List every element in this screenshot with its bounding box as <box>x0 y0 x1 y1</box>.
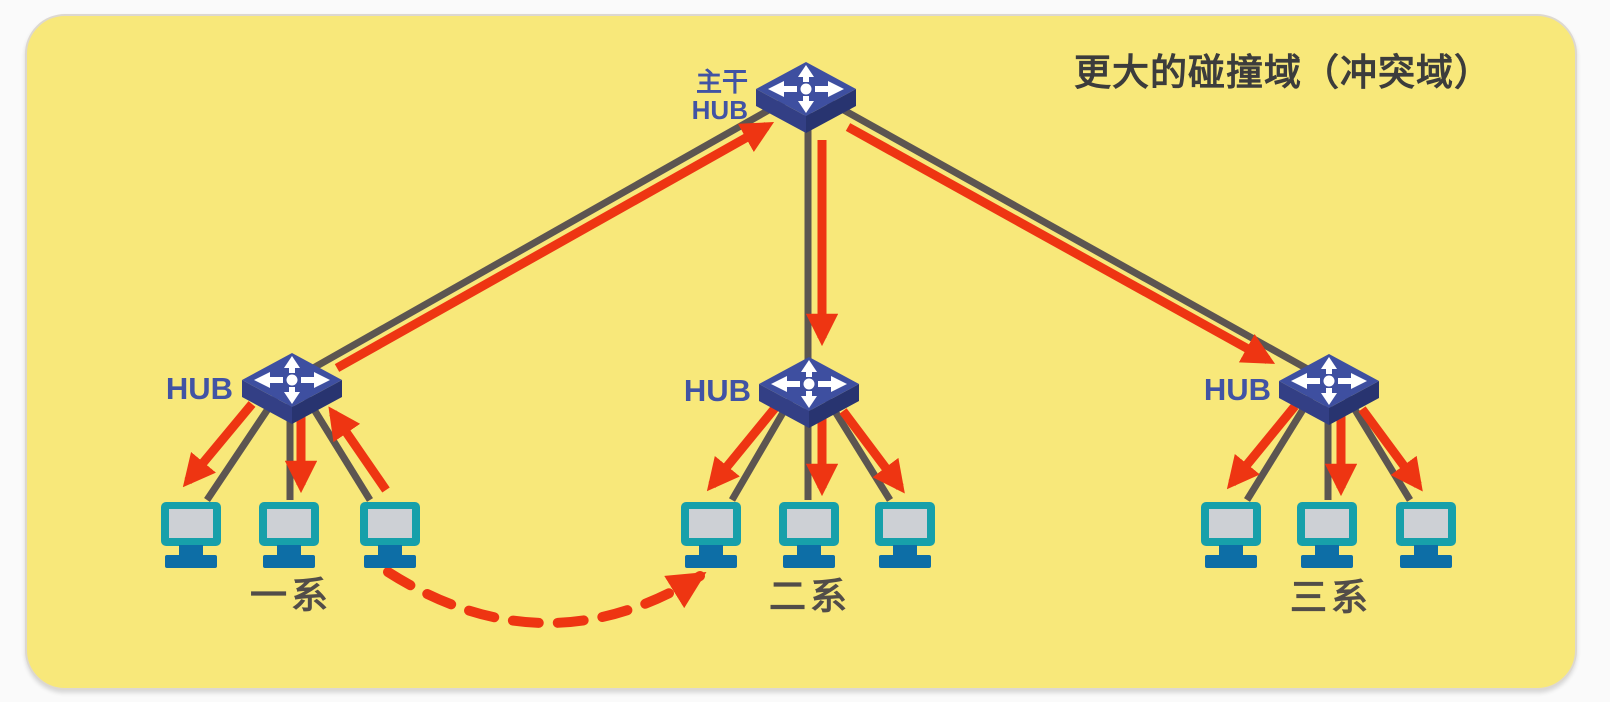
flow-arrow-dept1-to-backbone <box>334 122 775 372</box>
computer-icon-dept3-2 <box>1297 502 1357 568</box>
group-label-dept2: 二系 <box>769 576 851 617</box>
computer-icon-dept1-2 <box>259 502 319 568</box>
flow-arrows <box>182 122 1423 497</box>
computer-icon-dept1-3 <box>360 502 420 568</box>
cables <box>204 85 1413 502</box>
cable-trunk-dept1 <box>290 85 808 384</box>
flow-arrow-dept2-pc3 <box>839 408 905 494</box>
hub-label-dept3: HUB <box>1203 372 1271 407</box>
cable-trunk-dept3 <box>804 85 1331 385</box>
backbone-hub-label-line2: HUB <box>691 95 748 125</box>
diagram-title: 更大的碰撞域（冲突域） <box>1074 52 1492 93</box>
dashed-flow-arc-pc1dept1-to-pc1dept2 <box>383 567 707 628</box>
computer-icon-dept3-1 <box>1201 502 1261 568</box>
backbone-hub-label-line1: 主干 <box>695 67 748 97</box>
computer-icon-dept2-2 <box>779 502 839 568</box>
hub-label-dept2: HUB <box>683 373 751 408</box>
hub-label-dept1: HUB <box>165 371 233 406</box>
flow-arrow-dept3-pc3 <box>1358 406 1423 492</box>
flow-arrow-dept2-pc1 <box>706 405 779 492</box>
backbone-hub-icon <box>756 62 856 133</box>
flow-arrow-dept1-pc3-up <box>328 406 390 493</box>
computer-icon-dept2-1 <box>681 502 741 568</box>
flow-arrow-dept3-pc1 <box>1226 403 1299 490</box>
flow-arrow-dept1-pc1 <box>182 401 256 488</box>
computer-icon-dept2-3 <box>875 502 935 568</box>
flow-arrow-backbone-to-dept3 <box>845 123 1276 364</box>
group-label-dept3: 三系 <box>1290 577 1372 618</box>
computer-icon-dept3-3 <box>1396 502 1456 568</box>
group-label-dept1: 一系 <box>250 575 332 616</box>
backbone-hub-label: 主干 HUB <box>600 68 748 124</box>
computer-icon-dept1-1 <box>161 502 221 568</box>
